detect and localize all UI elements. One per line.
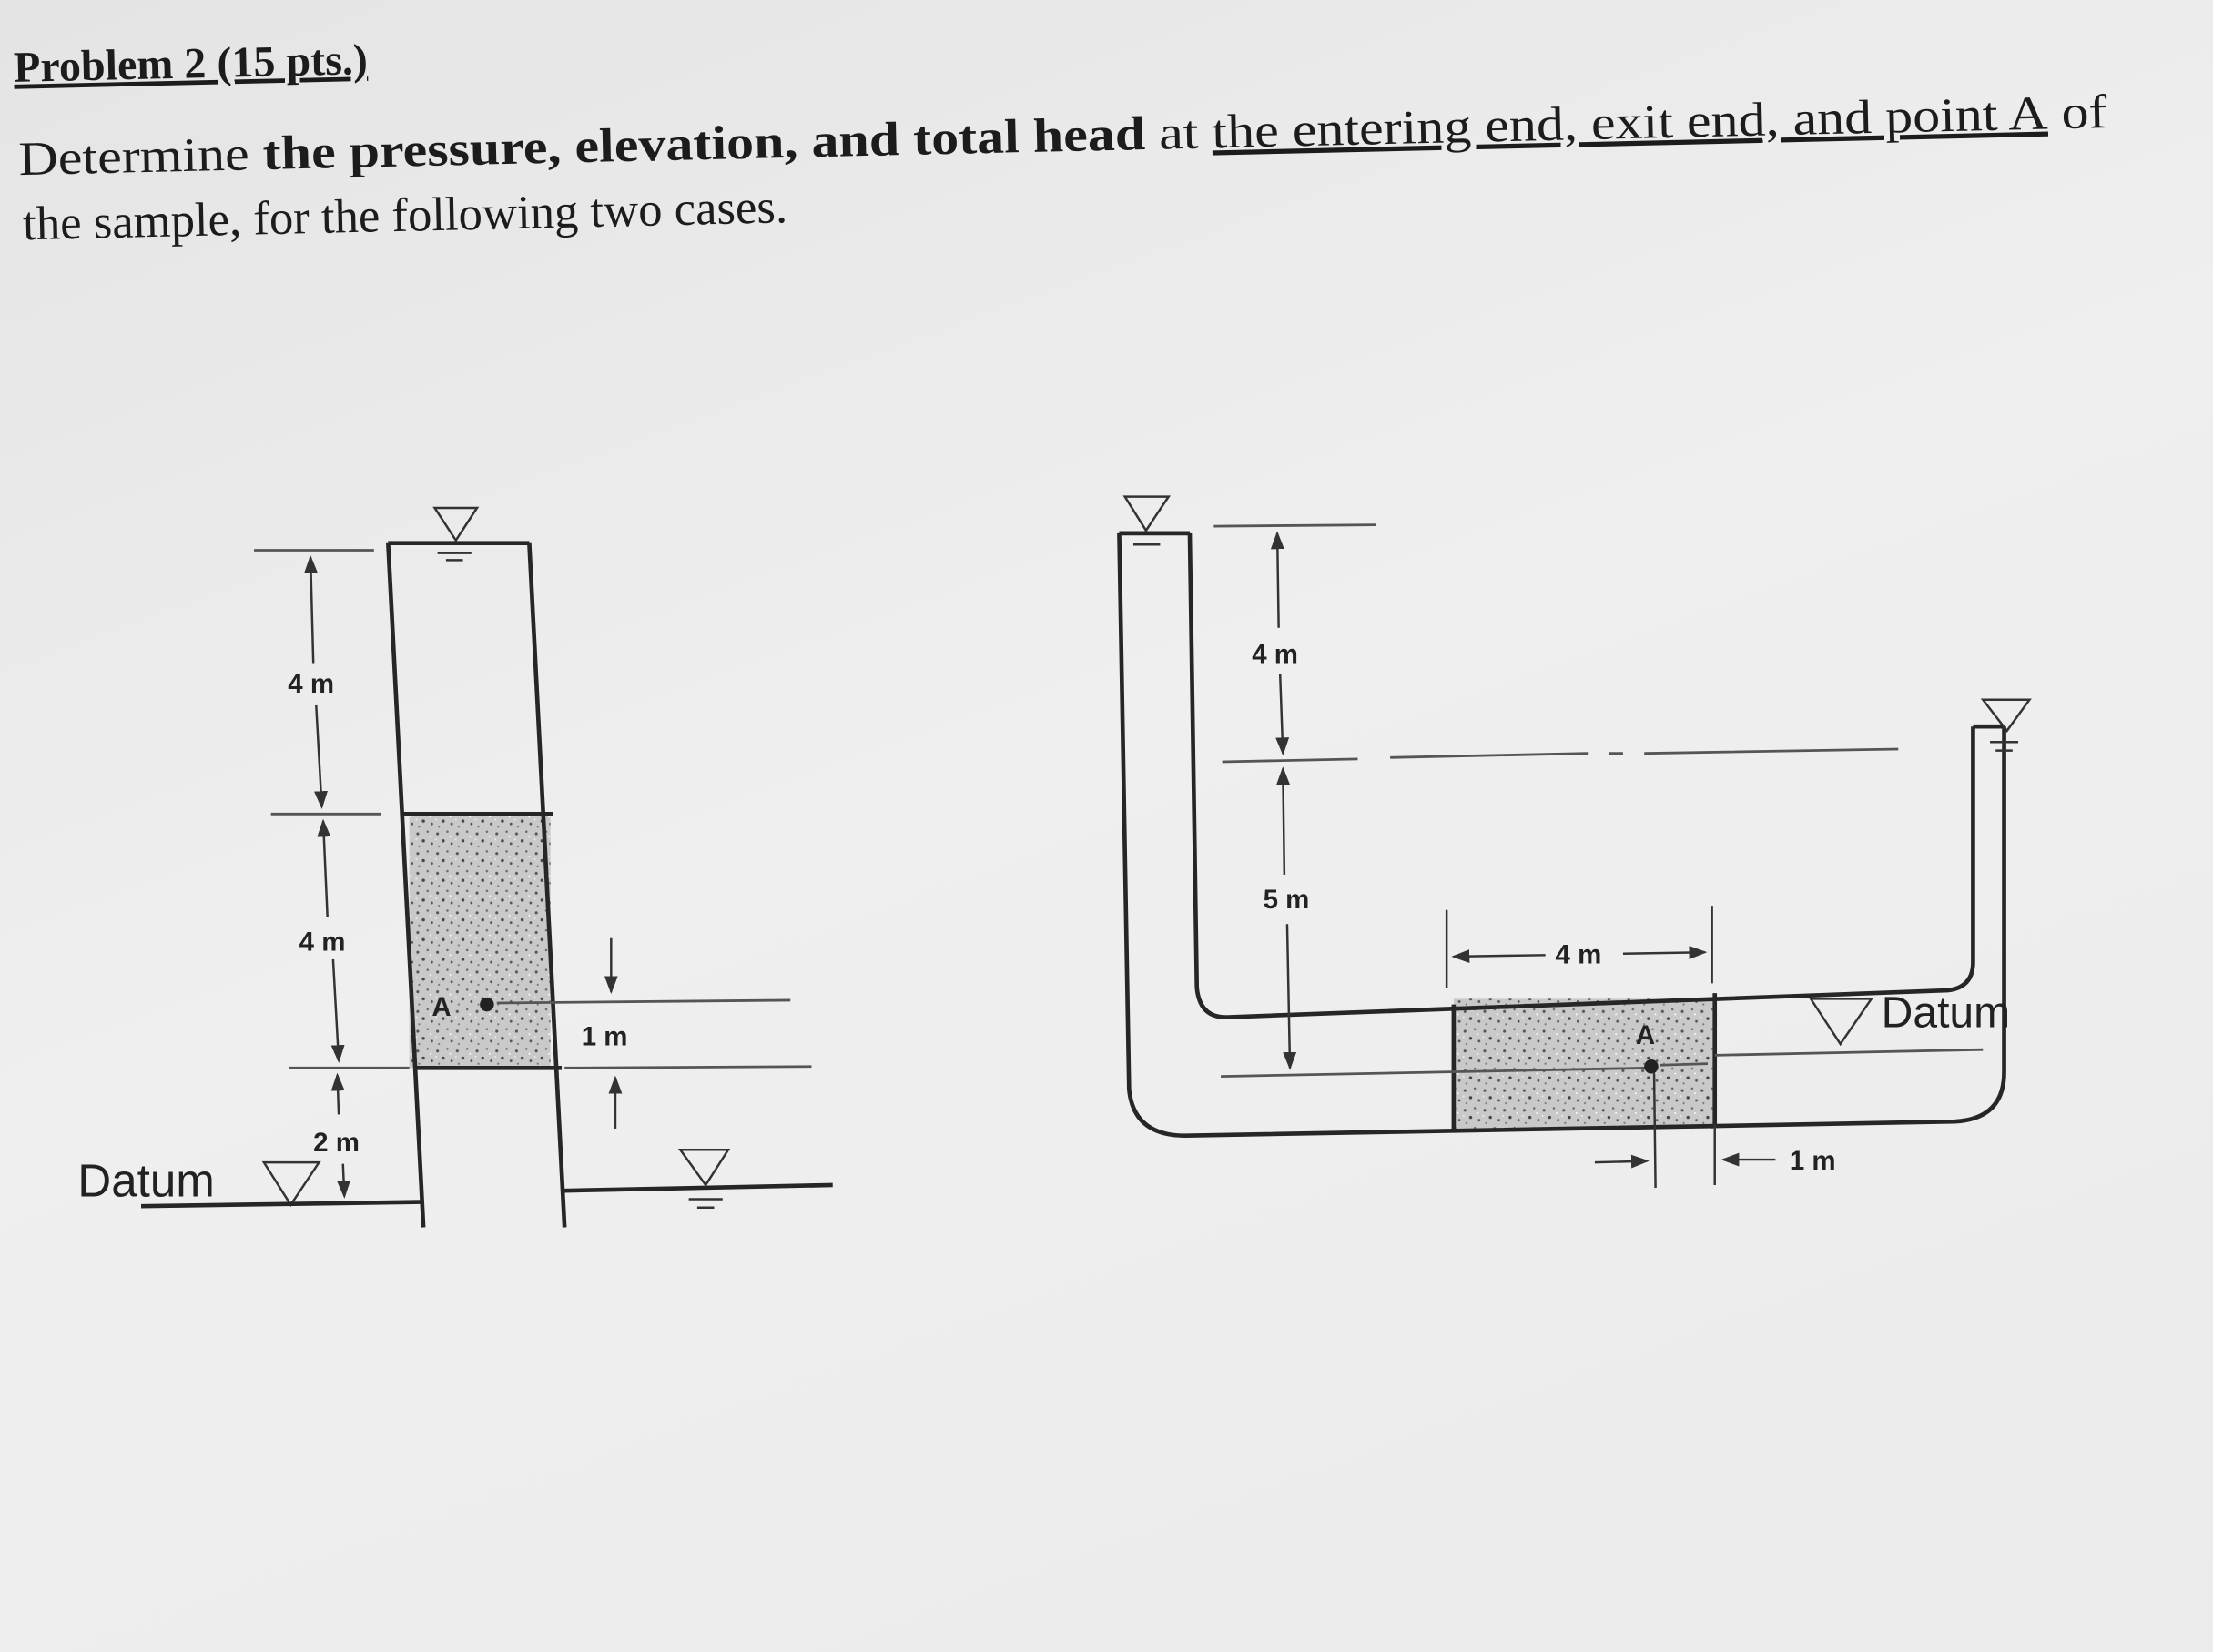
case1-dim-a: 1 m bbox=[582, 1022, 628, 1052]
case2-dim-a: 1 m bbox=[1790, 1146, 1836, 1176]
soil-sample bbox=[409, 814, 551, 1069]
point-a-marker bbox=[480, 997, 494, 1012]
case2-dim-top: 4 m bbox=[1252, 639, 1298, 669]
case1-dim-top: 4 m bbox=[288, 669, 334, 699]
water-level-triangle-icon bbox=[677, 1148, 731, 1210]
case1-dim-mid: 4 m bbox=[299, 927, 346, 958]
case1-datum-label: Datum bbox=[77, 1154, 215, 1206]
case1-point-label: A bbox=[431, 992, 451, 1022]
datum-triangle-icon bbox=[1808, 998, 1874, 1047]
statement-underlined: the entering end, exit end, and point A bbox=[1212, 87, 2048, 159]
point-a-marker bbox=[1644, 1059, 1659, 1074]
statement-lead: Determine bbox=[18, 127, 264, 186]
statement-bold: the pressure, elevation, and total head bbox=[262, 107, 1146, 180]
case2-dim-width: 4 m bbox=[1556, 940, 1602, 970]
case2-point-label: A bbox=[1636, 1020, 1655, 1050]
water-level-triangle-icon bbox=[1980, 698, 2032, 752]
diagram-case-1: 4 m 4 m 2 m A 1 m Datum bbox=[77, 506, 833, 1228]
problem-title: Problem 2 (15 pts.) bbox=[13, 35, 368, 92]
datum-triangle-icon bbox=[261, 1160, 321, 1207]
water-level-triangle-icon bbox=[432, 506, 480, 562]
diagram-case-2: 4 m 5 m 4 m A Datum 1 m bbox=[1117, 495, 2032, 1189]
statement-tail: of bbox=[2047, 86, 2108, 139]
problem-statement-line1: Determine the pressure, elevation, and t… bbox=[18, 86, 2108, 186]
case1-dim-bottom: 2 m bbox=[313, 1128, 360, 1158]
statement-mid: at bbox=[1144, 106, 1213, 160]
problem-statement-line2: the sample, for the following two cases. bbox=[23, 180, 788, 250]
case2-dim-mid: 5 m bbox=[1264, 885, 1310, 915]
case2-datum-label: Datum bbox=[1882, 988, 2011, 1037]
water-level-triangle-icon bbox=[1122, 495, 1172, 546]
